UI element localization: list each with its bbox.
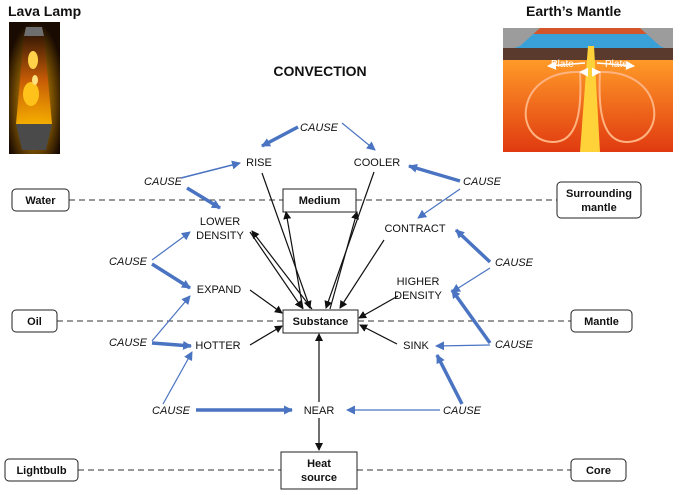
state-lower-density-1: LOWER xyxy=(200,216,240,228)
state-expand: EXPAND xyxy=(197,284,241,296)
lightbulb-label: Lightbulb xyxy=(16,465,66,477)
mantle-box: Mantle xyxy=(570,309,633,333)
plate-label-left: Plate xyxy=(551,59,574,70)
state-hotter: HOTTER xyxy=(195,340,240,352)
state-cooler: COOLER xyxy=(354,157,401,169)
state-rise: RISE xyxy=(246,157,272,169)
state-lower-density-2: DENSITY xyxy=(196,230,244,242)
state-higher-density-2: DENSITY xyxy=(394,290,442,302)
heat-source-box: Heat source xyxy=(280,451,358,490)
blue-arrows xyxy=(151,122,492,415)
oil-box: Oil xyxy=(11,309,58,333)
state-sink: SINK xyxy=(403,340,429,352)
cause-top: CAUSE xyxy=(300,122,339,134)
state-near: NEAR xyxy=(304,405,335,417)
lightbulb-box: Lightbulb xyxy=(4,458,79,482)
medium-box: Medium xyxy=(282,188,357,213)
oil-label: Oil xyxy=(27,316,42,328)
diagram-title: CONVECTION xyxy=(273,63,366,79)
medium-label: Medium xyxy=(299,195,341,207)
plate-label-right: Plate xyxy=(605,59,628,70)
substance-box: Substance xyxy=(282,309,359,334)
surrounding-mantle-box: Surrounding mantle xyxy=(556,181,642,219)
lava-lamp-image xyxy=(9,22,60,154)
surrounding-label: Surrounding xyxy=(566,188,632,200)
cause-bottom-right: CAUSE xyxy=(443,405,482,417)
cause-left-1: CAUSE xyxy=(144,176,183,188)
cause-left-2: CAUSE xyxy=(109,256,148,268)
state-higher-density-1: HIGHER xyxy=(397,276,440,288)
cause-right-2: CAUSE xyxy=(495,257,534,269)
water-label: Water xyxy=(25,195,56,207)
cause-right-1: CAUSE xyxy=(463,176,502,188)
cause-left-3: CAUSE xyxy=(109,337,148,349)
cause-bottom-left: CAUSE xyxy=(152,405,191,417)
mantle-heading: Earth’s Mantle xyxy=(526,3,621,19)
black-arrows xyxy=(249,171,399,451)
water-box: Water xyxy=(11,188,70,212)
mantle-label-2: mantle xyxy=(581,202,616,214)
core-label: Core xyxy=(586,465,611,477)
cause-right-3: CAUSE xyxy=(495,339,534,351)
lava-lamp-heading: Lava Lamp xyxy=(8,3,81,19)
state-contract: CONTRACT xyxy=(384,223,445,235)
heat-label: Heat xyxy=(307,458,331,470)
substance-label: Substance xyxy=(293,316,349,328)
core-box: Core xyxy=(570,458,627,482)
mantle-label: Mantle xyxy=(584,316,619,328)
source-label: source xyxy=(301,472,337,484)
mantle-cross-section-image: Plate Plate xyxy=(503,28,673,152)
